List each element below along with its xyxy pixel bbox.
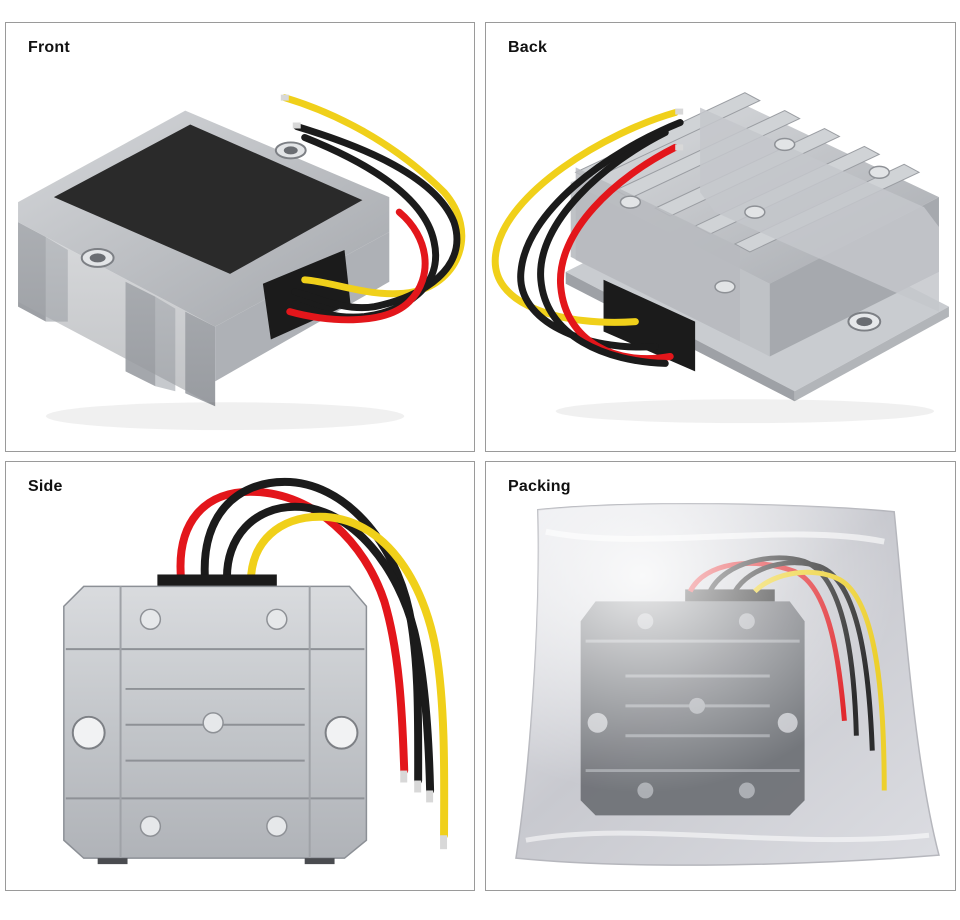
converter-in-bag-photo <box>486 462 955 890</box>
photo-panel-packing: Packing <box>485 461 956 891</box>
converter-back-photo <box>486 23 955 451</box>
panel-label-packing: Packing <box>508 478 571 495</box>
photo-panel-front: Front <box>5 22 475 452</box>
photo-panel-side: Side <box>5 461 475 891</box>
panel-label-back: Back <box>508 39 548 56</box>
converter-front-photo <box>6 23 474 451</box>
photo-panel-back: Back <box>485 22 956 452</box>
panel-label-front: Front <box>28 39 70 56</box>
panel-label-side: Side <box>28 478 63 495</box>
converter-side-photo <box>6 462 474 890</box>
